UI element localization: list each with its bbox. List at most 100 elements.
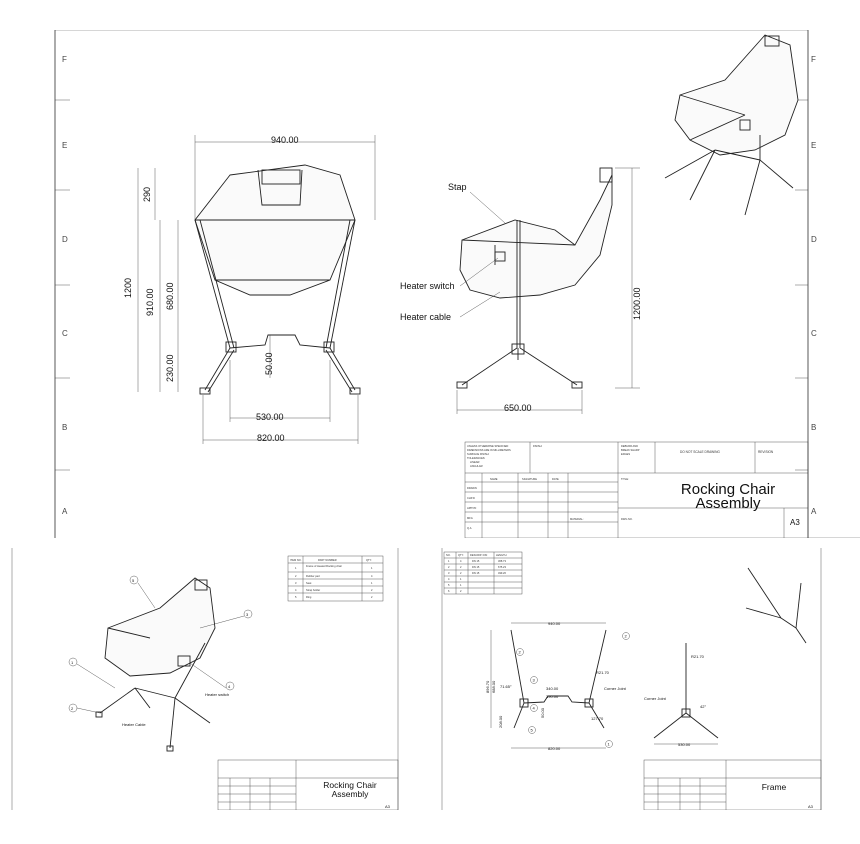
callout-heater-switch: Heater switch [400, 281, 455, 291]
tb-title-label: TITLE: [621, 477, 629, 481]
tb-note-5: ANGULAR: [470, 464, 484, 468]
bl-bom-h-item: ITEM NO. [290, 558, 302, 562]
dim-joint-offset: 50.00 [264, 352, 274, 375]
dim-side-depth: 650.00 [504, 403, 532, 413]
br-dim-radius: R21.70 [596, 670, 610, 675]
tb-col-signature: SIGNATURE [522, 477, 537, 481]
dim-top-offset: 290 [142, 187, 152, 202]
br-bom-h-qty: QTY. [458, 553, 464, 557]
tb-note-1: DIMENSIONS ARE IN MILLIMETERS [467, 448, 511, 452]
br-bom-r1-qty: 4 [460, 559, 462, 563]
bl-bom-r4-no: 4 [295, 588, 297, 592]
tb-row-chkd: CHK'D [467, 496, 475, 500]
br-bom-h-desc: DESCRIP. ION [470, 553, 487, 557]
bl-bom-h-part: PART NUMBER [318, 558, 337, 562]
bl-bom-h-qty: QTY. [366, 558, 372, 562]
bl-label-heater-cable: Heater Cable [122, 722, 146, 727]
zone-left-b: B [62, 423, 67, 432]
br-bom-r5-no: 5 [448, 583, 450, 587]
bl-bom-r1-no: 1 [295, 566, 297, 570]
br-iso-frame [745, 567, 807, 644]
tb-row-drawn: DRAWN [467, 486, 477, 490]
br-dim-ang2: 127.70 [591, 716, 604, 721]
br-bom-r1-no: 1 [448, 559, 450, 563]
zone-right-c: C [811, 329, 817, 338]
br-dim-small-height: 50.00 [540, 707, 545, 718]
zone-labels-right: F E D C B A [811, 55, 817, 516]
bl-balloon-2: 2 [71, 706, 74, 711]
br-bom-r2-desc: DN 15 [472, 565, 480, 569]
zone-ticks [55, 99, 808, 471]
br-dim-top-width: 940.00 [548, 621, 561, 626]
callout-heater-cable: Heater cable [400, 312, 451, 322]
tb-note-0: UNLESS OTHERWISE SPECIFIED: [467, 444, 509, 448]
zone-right-e: E [811, 141, 816, 150]
bl-balloons: 5 3 1 2 4 Heater switch Heater Cable [68, 575, 253, 727]
assembly-exploded-sheet: ITEM NO. PART NUMBER QTY. 1 Frame of Hea… [0, 548, 410, 811]
bl-bom-r2-qty: 4 [371, 574, 373, 578]
zone-right-a: A [811, 507, 817, 516]
iso-view-chair [664, 34, 799, 216]
bl-bom-r3-part: Seat [306, 581, 312, 585]
br-dim-low-height: 208.00 [498, 715, 503, 728]
br-balloon-a: 2 [625, 634, 628, 639]
tb-row-mfg: MFG [467, 516, 473, 520]
br-dim-bottom-width: 820.00 [548, 746, 561, 751]
zone-left-c: C [62, 329, 68, 338]
br-bom-r3-desc: DN 15 [472, 571, 480, 575]
main-sheet-svg: F E D C B A F E D C B A [54, 29, 860, 539]
br-dim-left-mid: 688.00 [491, 680, 496, 693]
tb-size: A3 [790, 518, 800, 527]
br-bom-r3-no: 3 [448, 571, 450, 575]
dim-back-to-seat: 680.00 [165, 282, 175, 310]
bl-bom-r1-qty: 1 [371, 566, 373, 570]
main-drawing-sheet: F E D C B A F E D C B A [0, 29, 860, 539]
dim-seat-height: 910.00 [145, 288, 155, 316]
zone-left-d: D [62, 235, 68, 244]
br-bom-r2-len: 675.23 [498, 565, 506, 569]
br-bom-h-no: NO. [446, 553, 451, 557]
br-balloon-d: 4 [533, 706, 536, 711]
front-view-chair [194, 164, 361, 395]
br-sheet-svg: NO. QTY. DESCRIP. ION LENGTH 1 4 DN 15 3… [441, 548, 822, 811]
dim-overall-height: 1200 [123, 278, 133, 298]
br-title: Frame [762, 782, 787, 792]
br-balloon-c: 3 [533, 678, 536, 683]
br-dim-side-radius: R21.70 [691, 654, 705, 659]
tb-note-4: LINEAR: [470, 460, 480, 464]
br-bom-r3-len: 499.26 [498, 571, 506, 575]
tb-title-line1: Rocking Chair [681, 481, 775, 498]
tb-revision: REVISION [758, 450, 774, 454]
br-bom-r1-desc: DN 15 [472, 559, 480, 563]
br-dim-angle1: 71.65° [500, 684, 512, 689]
zone-labels-left: F E D C B A [62, 55, 68, 516]
bl-balloon-1: 1 [71, 660, 74, 665]
side-view-callouts: Stap Heater switch Heater cable [400, 182, 506, 322]
bl-balloon-5: 5 [132, 578, 135, 583]
br-label-corner-joint: Corner Joint [604, 686, 627, 691]
tb-deburr-2: EDGES [621, 452, 630, 456]
bl-bom-r2-no: 2 [295, 574, 297, 578]
dim-side-height: 1200.00 [632, 287, 642, 320]
bl-bom-r5-part: Ring [306, 595, 312, 599]
side-view-chair [456, 167, 613, 389]
bl-bom-r4-part: Strap holder [306, 588, 320, 592]
tb-dwg-no: DWG NO. [621, 517, 633, 521]
br-bom-r3-qty: 2 [460, 571, 462, 575]
br-dim-left-height: 896.70 [485, 680, 490, 693]
tb-row-appvd: APPV'D [467, 506, 476, 510]
bl-title-line2: Assembly [332, 789, 370, 799]
dim-overall-width: 940.00 [271, 135, 299, 145]
front-view-dimensions: 940.00 1200 290 910.00 680.00 230.00 50.… [123, 135, 376, 444]
dim-lower-height: 230.00 [165, 354, 175, 382]
callout-strap: Stap [448, 182, 467, 192]
tb-col-date: DATE [552, 477, 559, 481]
bl-bom-r3-no: 3 [295, 581, 297, 585]
tb-do-not-scale: DO NOT SCALE DRAWING [680, 450, 720, 454]
tb-deburr-1: BREAK SHARP [621, 448, 640, 452]
bl-bom-r5-no: 5 [295, 595, 297, 599]
br-label-corner-joint2: Corner Joint [644, 696, 667, 701]
tb-material: MATERIAL: [570, 517, 584, 521]
br-bom-r2-qty: 2 [460, 565, 462, 569]
bl-bom-r2-part: Rubber pad [306, 574, 320, 578]
